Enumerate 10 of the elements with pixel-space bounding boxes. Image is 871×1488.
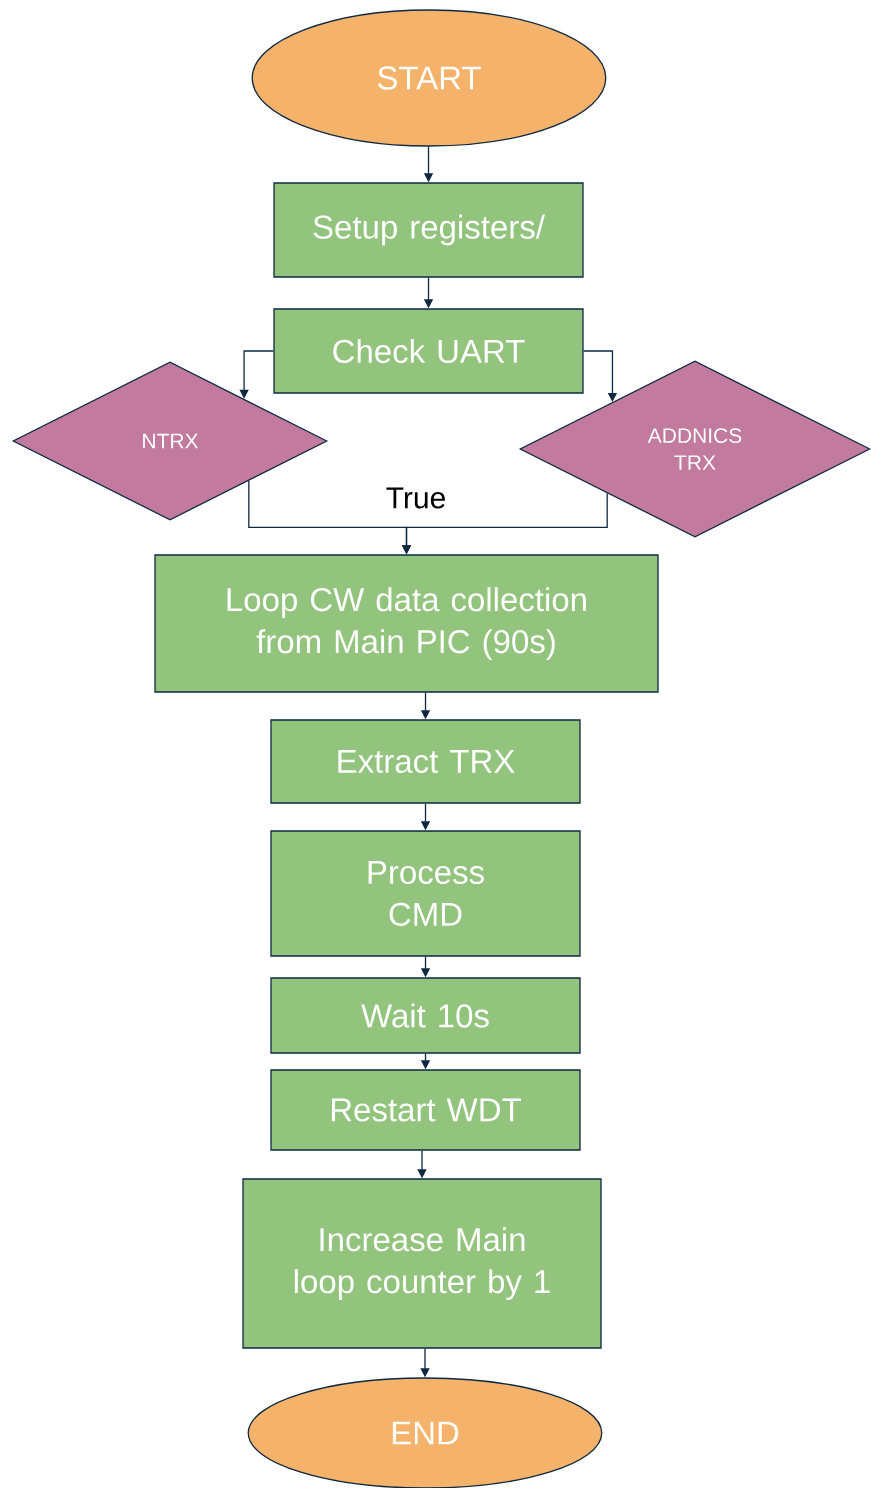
process-box: Increase Main loop counter by 1	[242, 1178, 602, 1349]
process-box: Check UART	[273, 308, 584, 394]
process-box: Wait 10s	[270, 977, 581, 1054]
process-box: Loop CW data collection from Main PIC (90s)	[154, 554, 659, 693]
process-box: Setup registers/	[273, 182, 584, 278]
process-box: Extract TRX	[270, 719, 581, 804]
process-box: Restart WDT	[270, 1069, 581, 1151]
edge-label: True	[384, 486, 448, 510]
arrow	[583, 350, 618, 402]
process-box: Process CMD	[270, 830, 581, 957]
